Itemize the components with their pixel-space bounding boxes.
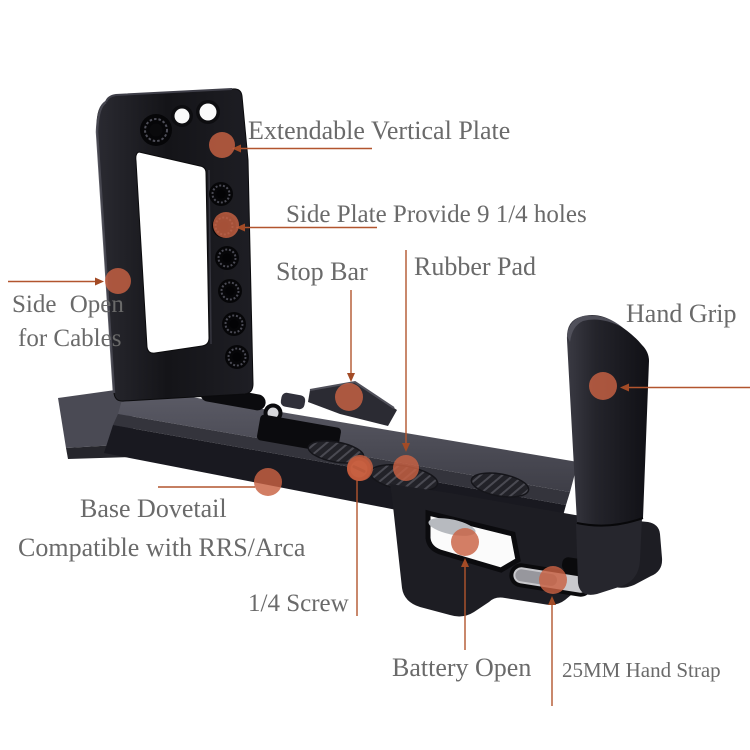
through-hole bbox=[171, 105, 193, 127]
callout-label-extendable-vertical-plate: Extendable Vertical Plate bbox=[248, 116, 511, 145]
callout-label-side-open-line1: Side Open bbox=[12, 291, 124, 318]
rubber-pad-3 bbox=[470, 472, 530, 498]
callout-label-hand-strap: 25MM Hand Strap bbox=[562, 658, 721, 682]
callout-arrow-battery-open bbox=[461, 558, 469, 567]
callout-dot-stop-bar bbox=[335, 383, 363, 411]
top-plate-holes bbox=[140, 100, 220, 146]
callout-arrow-extendable-vertical-plate bbox=[232, 144, 241, 153]
callout-label-quarter-screw: 1/4 Screw bbox=[248, 590, 349, 617]
threaded-hole bbox=[140, 114, 172, 146]
callout-dot-side-plate-holes bbox=[213, 212, 239, 238]
callout-label-battery-open: Battery Open bbox=[392, 653, 532, 682]
callout-arrow-rubber-pad bbox=[402, 443, 410, 452]
callout-label-base-dovetail-line2: Compatible with RRS/Arca bbox=[18, 533, 306, 562]
through-hole bbox=[196, 100, 220, 124]
callout-arrow-stop-bar bbox=[347, 373, 355, 382]
hand-grip-base bbox=[576, 518, 642, 595]
callout-dot-extendable-vertical-plate bbox=[209, 132, 235, 158]
callout-arrow-side-plate-holes bbox=[236, 223, 245, 232]
callout-dot-quarter-screw bbox=[347, 455, 373, 481]
callout-label-side-plate-holes: Side Plate Provide 9 1/4 holes bbox=[286, 201, 587, 228]
callout-arrow-hand-strap bbox=[548, 596, 556, 605]
vertical-plate bbox=[95, 88, 254, 402]
callout-arrow-side-open bbox=[95, 277, 104, 286]
callout-label-stop-bar: Stop Bar bbox=[276, 257, 368, 286]
callout-label-base-dovetail-line1: Base Dovetail bbox=[80, 494, 227, 523]
callout-dot-rubber-pad bbox=[393, 455, 419, 481]
callout-label-side-open-line2: for Cables bbox=[18, 325, 122, 352]
callout-label-rubber-pad: Rubber Pad bbox=[414, 252, 537, 281]
callout-arrow-hand-grip bbox=[620, 383, 629, 392]
callout-dot-hand-grip bbox=[589, 372, 617, 400]
callout-dot-battery-open bbox=[451, 528, 479, 556]
callout-dot-base-dovetail bbox=[254, 468, 282, 496]
hand-grip bbox=[566, 315, 649, 527]
callout-dot-side-open bbox=[105, 268, 131, 294]
callout-dot-hand-strap bbox=[539, 566, 567, 594]
callout-label-hand-grip: Hand Grip bbox=[626, 299, 737, 328]
